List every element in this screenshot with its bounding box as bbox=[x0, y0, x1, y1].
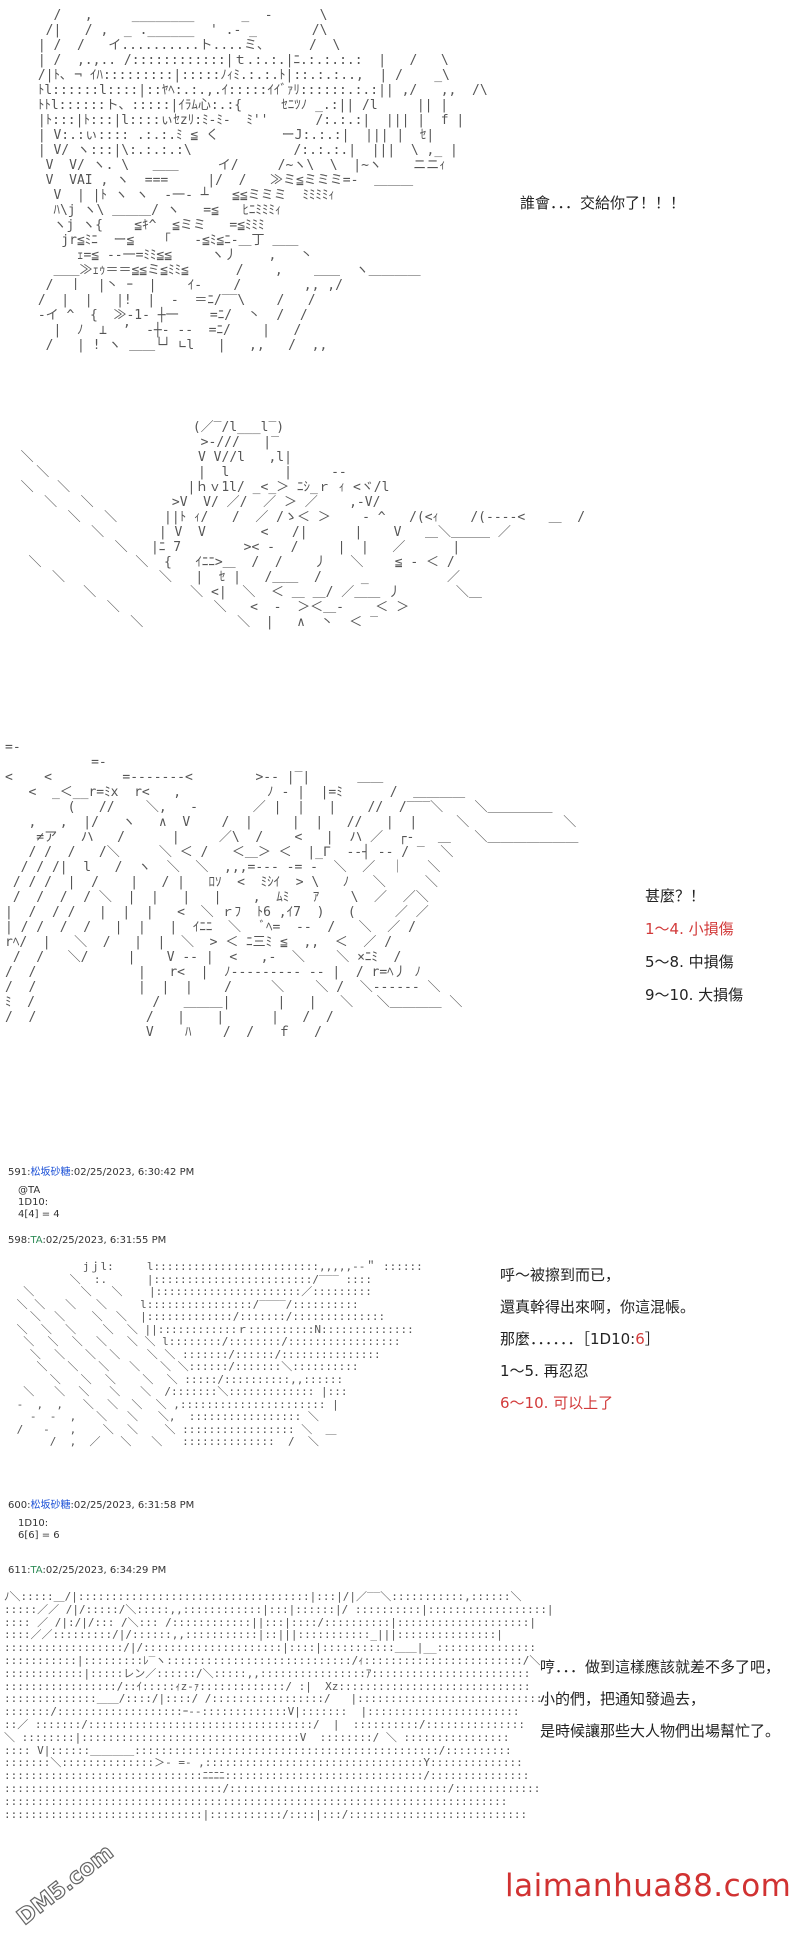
post-body: @TA 1D10: 4[4] = 4 bbox=[8, 1185, 194, 1221]
dialogue-line: 呼～被擦到而已， bbox=[500, 1266, 621, 1284]
dialogue-line-roll: 那麼．．．．．．［1D10:6］ bbox=[500, 1330, 660, 1348]
post-line: 4[4] = 4 bbox=[18, 1209, 60, 1220]
ascii-art-action: (／‾/l___l‾) >‐/// |‾ ＼ V V//l ,l| ＼ | l … bbox=[20, 420, 586, 630]
post-611: 611:TA:02/25/2023, 6:34:29 PM bbox=[8, 1565, 167, 1576]
dialogue-line-highlight: 1～4. 小損傷 bbox=[645, 920, 734, 938]
panel-1: / , ________ _ - \ /| / , _ .______ ' .-… bbox=[0, 0, 800, 400]
dialogue-line: 9～10. 大損傷 bbox=[645, 986, 744, 1004]
ascii-art-hero: / , ________ _ - \ /| / , _ .______ ' .-… bbox=[37, 8, 488, 353]
ascii-art-boss: ﾉ＼:::::＿/|::::::::::::::::::::::::::::::… bbox=[4, 1590, 554, 1821]
post-header: 600:松坂砂糖:02/25/2023, 6:31:58 PM bbox=[8, 1500, 195, 1511]
ascii-art-impact: =- =- < < =‐‐‐‐‐‐‐< >‐‐ |‾| ＿＿ < _＜__r=ﾐ… bbox=[5, 740, 579, 1040]
dialogue-line: 哼．．．做到這樣應該就差不多了吧， bbox=[540, 1658, 781, 1676]
post-id: 591 bbox=[8, 1167, 28, 1178]
post-591: 591:松坂砂糖:02/25/2023, 6:30:42 PM @TA 1D10… bbox=[8, 1167, 194, 1221]
post-line: 1D10: bbox=[18, 1518, 49, 1529]
post-598: 598:TA:02/25/2023, 6:31:55 PM bbox=[8, 1235, 167, 1246]
post-header: 591:松坂砂糖:02/25/2023, 6:30:42 PM bbox=[8, 1167, 195, 1178]
dialogue-line: 誰會．．．交給你了！！！ bbox=[520, 194, 686, 212]
dm5-logo: DM5.com bbox=[12, 1839, 119, 1931]
post-line: @TA bbox=[18, 1185, 41, 1196]
post-600: 600:松坂砂糖:02/25/2023, 6:31:58 PM 1D10: 6[… bbox=[8, 1500, 194, 1542]
dialogue-line: 5～8. 中損傷 bbox=[645, 953, 734, 971]
post-line: 1D10: bbox=[18, 1197, 49, 1208]
post-body: 1D10: 6[6] = 6 bbox=[8, 1518, 194, 1542]
panel-5: ﾉ＼:::::＿/|::::::::::::::::::::::::::::::… bbox=[0, 1585, 800, 1865]
dialogue-line: 小的們，把通知發過去， bbox=[540, 1690, 706, 1708]
post-id: 600 bbox=[8, 1500, 28, 1511]
dialogue-line: 還真幹得出來啊，你這混帳。 bbox=[500, 1298, 696, 1316]
poster-name-link[interactable]: 松坂砂糖 bbox=[30, 1500, 71, 1511]
roll-result: 6 bbox=[635, 1330, 645, 1348]
dialogue-panel-5: 哼．．．做到這樣應該就差不多了吧， 小的們，把通知發過去， 是時候讓那些大人物們… bbox=[540, 1651, 780, 1747]
post-line: 6[6] = 6 bbox=[18, 1530, 60, 1541]
post-date: 02/25/2023, 6:30:42 PM bbox=[73, 1167, 195, 1178]
dialogue-line: 1～5. 再忍忍 bbox=[500, 1362, 589, 1380]
dialogue-panel-3: 甚麼？！ 1～4. 小損傷 5～8. 中損傷 9～10. 大損傷 bbox=[645, 880, 743, 1012]
post-date: 02/25/2023, 6:31:55 PM bbox=[45, 1235, 167, 1246]
panel-3: =- =- < < =‐‐‐‐‐‐‐< >‐‐ |‾| ＿＿ < _＜__r=ﾐ… bbox=[0, 730, 800, 1160]
post-date: 02/25/2023, 6:34:29 PM bbox=[45, 1565, 167, 1576]
poster-name-link[interactable]: 松坂砂糖 bbox=[30, 1167, 71, 1178]
dialogue-panel-4: 呼～被擦到而已， 還真幹得出來啊，你這混帳。 那麼．．．．．．［1D10:6］ … bbox=[500, 1259, 695, 1419]
poster-name: TA bbox=[30, 1235, 43, 1246]
post-date: 02/25/2023, 6:31:58 PM bbox=[73, 1500, 195, 1511]
dialogue-line: 甚麼？！ bbox=[645, 887, 706, 905]
dialogue-line: 是時候讓那些大人物們出場幫忙了。 bbox=[540, 1722, 781, 1740]
ascii-art-dust: jｊl: l:::::::::::::::::::::::::,,,,,-‐＂ … bbox=[16, 1260, 423, 1448]
post-id: 598 bbox=[8, 1235, 28, 1246]
post-id: 611 bbox=[8, 1565, 28, 1576]
panel-4: jｊl: l:::::::::::::::::::::::::,,,,,-‐＂ … bbox=[0, 1255, 800, 1495]
poster-name: TA bbox=[30, 1565, 43, 1576]
watermark: laimanhua88.com bbox=[505, 1868, 792, 1904]
dialogue-line-highlight: 6～10. 可以上了 bbox=[500, 1394, 614, 1412]
panel-2: (／‾/l___l‾) >‐/// |‾ ＼ V V//l ,l| ＼ | l … bbox=[0, 400, 800, 730]
dialogue-panel-1: 誰會．．．交給你了！！！ bbox=[520, 188, 685, 218]
